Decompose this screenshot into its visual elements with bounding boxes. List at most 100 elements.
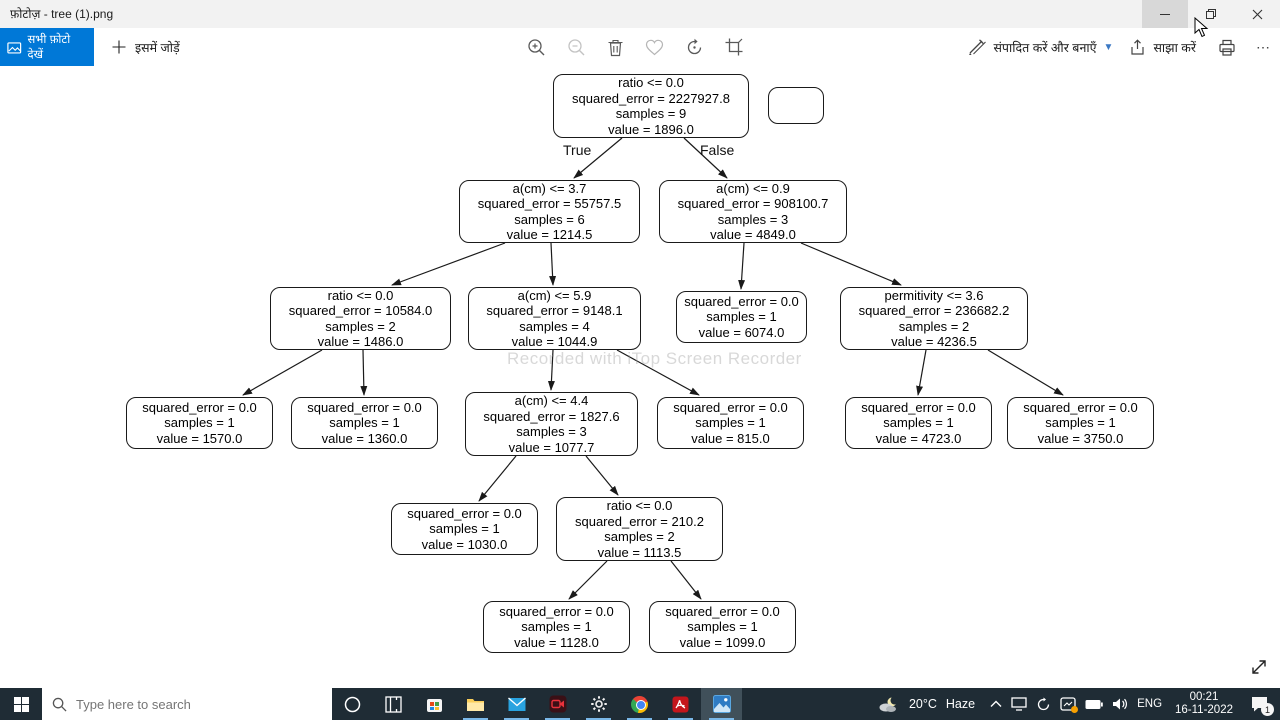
fullscreen-button[interactable] [1246,654,1272,680]
minimize-button[interactable] [1142,0,1188,28]
running-indicator [463,718,488,720]
restore-icon [1206,9,1216,19]
delete-button[interactable] [607,38,624,57]
tray-date: 16-11-2022 [1175,704,1233,716]
notification-badge: 1 [1261,703,1274,716]
language-indicator[interactable]: ENG [1137,698,1163,710]
running-indicator [504,718,529,720]
battery-tray-icon[interactable] [1085,699,1103,710]
tree-node [768,87,824,124]
settings-gear-icon [590,696,607,712]
trash-icon [608,39,623,56]
mouse-cursor [1194,16,1210,44]
taskbar-app-mail[interactable] [496,688,537,720]
taskbar-app-photos[interactable] [701,688,742,720]
photos-icon [712,695,731,713]
weather-temperature[interactable]: 20°C [908,697,937,711]
running-indicator [627,718,652,720]
taskbar-app-store[interactable] [414,688,455,720]
watermark-text: Recorded with iTop Screen Recorder [507,349,802,368]
window-controls [1142,0,1280,28]
running-indicator [668,718,693,720]
see-all-photos-button[interactable]: सभी फ़ोटो देखें [0,28,94,66]
action-center-button[interactable]: 1 [1246,696,1274,716]
edit-and-create-button[interactable]: संपादित करें और बनाएँ ▼ [968,39,1113,56]
branch-label: True [563,142,592,158]
sync-tray-icon[interactable] [1036,697,1051,712]
print-button[interactable] [1218,39,1236,56]
close-icon [1252,9,1262,19]
add-to-label: इसमें जोड़ें [135,40,180,55]
right-toolbar: संपादित करें और बनाएँ ▼ साझा करें ⋯ [968,28,1272,66]
cortana-icon [344,696,361,712]
favorite-button[interactable] [645,39,664,56]
taskbar-app-file-explorer[interactable] [455,688,496,720]
task-view-button[interactable] [373,688,414,720]
chevron-down-icon: ▼ [1103,41,1114,53]
plus-icon [112,40,126,54]
mail-icon [507,696,526,711]
start-button[interactable] [0,688,42,720]
zoom-out-button[interactable] [567,38,586,57]
taskbar-search[interactable] [42,688,332,720]
display-tray-icon[interactable] [1011,697,1027,711]
rotate-button[interactable] [685,38,704,57]
window-title: फ़ोटोज़ - tree (1).png [10,7,114,21]
volume-tray-icon[interactable] [1112,697,1128,711]
image-tools [527,28,743,66]
photos-toolbar: सभी फ़ोटो देखें इसमें जोड़ें [0,28,1280,66]
add-to-button[interactable]: इसमें जोड़ें [104,28,188,66]
edit-and-create-label: संपादित करें और बनाएँ [993,40,1097,55]
edit-pen-icon [969,39,987,55]
hidden-icons-chevron[interactable] [990,700,1002,708]
rotate-icon [687,38,702,54]
taskbar-app-screen-recorder[interactable] [537,688,578,720]
taskbar-app-settings[interactable] [578,688,619,720]
crop-icon [725,38,743,56]
acrobat-icon [672,696,689,712]
running-indicator [545,718,570,720]
share-label: साझा करें [1153,40,1196,55]
running-indicator [586,718,611,720]
heart-icon [645,39,664,55]
share-button[interactable]: साझा करें [1129,38,1196,56]
restore-button[interactable] [1188,0,1234,28]
system-tray: 20°C Haze ENG 00:21 [878,688,1280,720]
taskbar-app-chrome[interactable] [619,688,660,720]
photo-collection-icon [7,41,22,54]
titlebar: फ़ोटोज़ - tree (1).png [0,0,1280,28]
recorder-tray-icon[interactable] [1060,697,1079,713]
running-indicator [709,718,734,720]
taskbar-app-acrobat[interactable] [660,688,701,720]
close-button[interactable] [1234,0,1280,28]
print-icon [1219,39,1235,56]
cortana-button[interactable] [332,688,373,720]
weather-condition[interactable]: Haze [945,697,976,711]
screen-recorder-icon [549,695,566,713]
clock[interactable]: 00:21 16-11-2022 [1171,691,1237,718]
notification-dot [1071,706,1079,713]
zoom-in-button[interactable] [527,38,546,57]
file-explorer-icon [467,699,484,711]
microsoft-store-icon [427,698,442,712]
search-icon [52,697,67,712]
search-input[interactable] [76,696,306,712]
crop-button[interactable] [725,38,743,56]
weather-icon[interactable] [878,696,900,713]
more-options-button[interactable]: ⋯ [1256,38,1272,55]
